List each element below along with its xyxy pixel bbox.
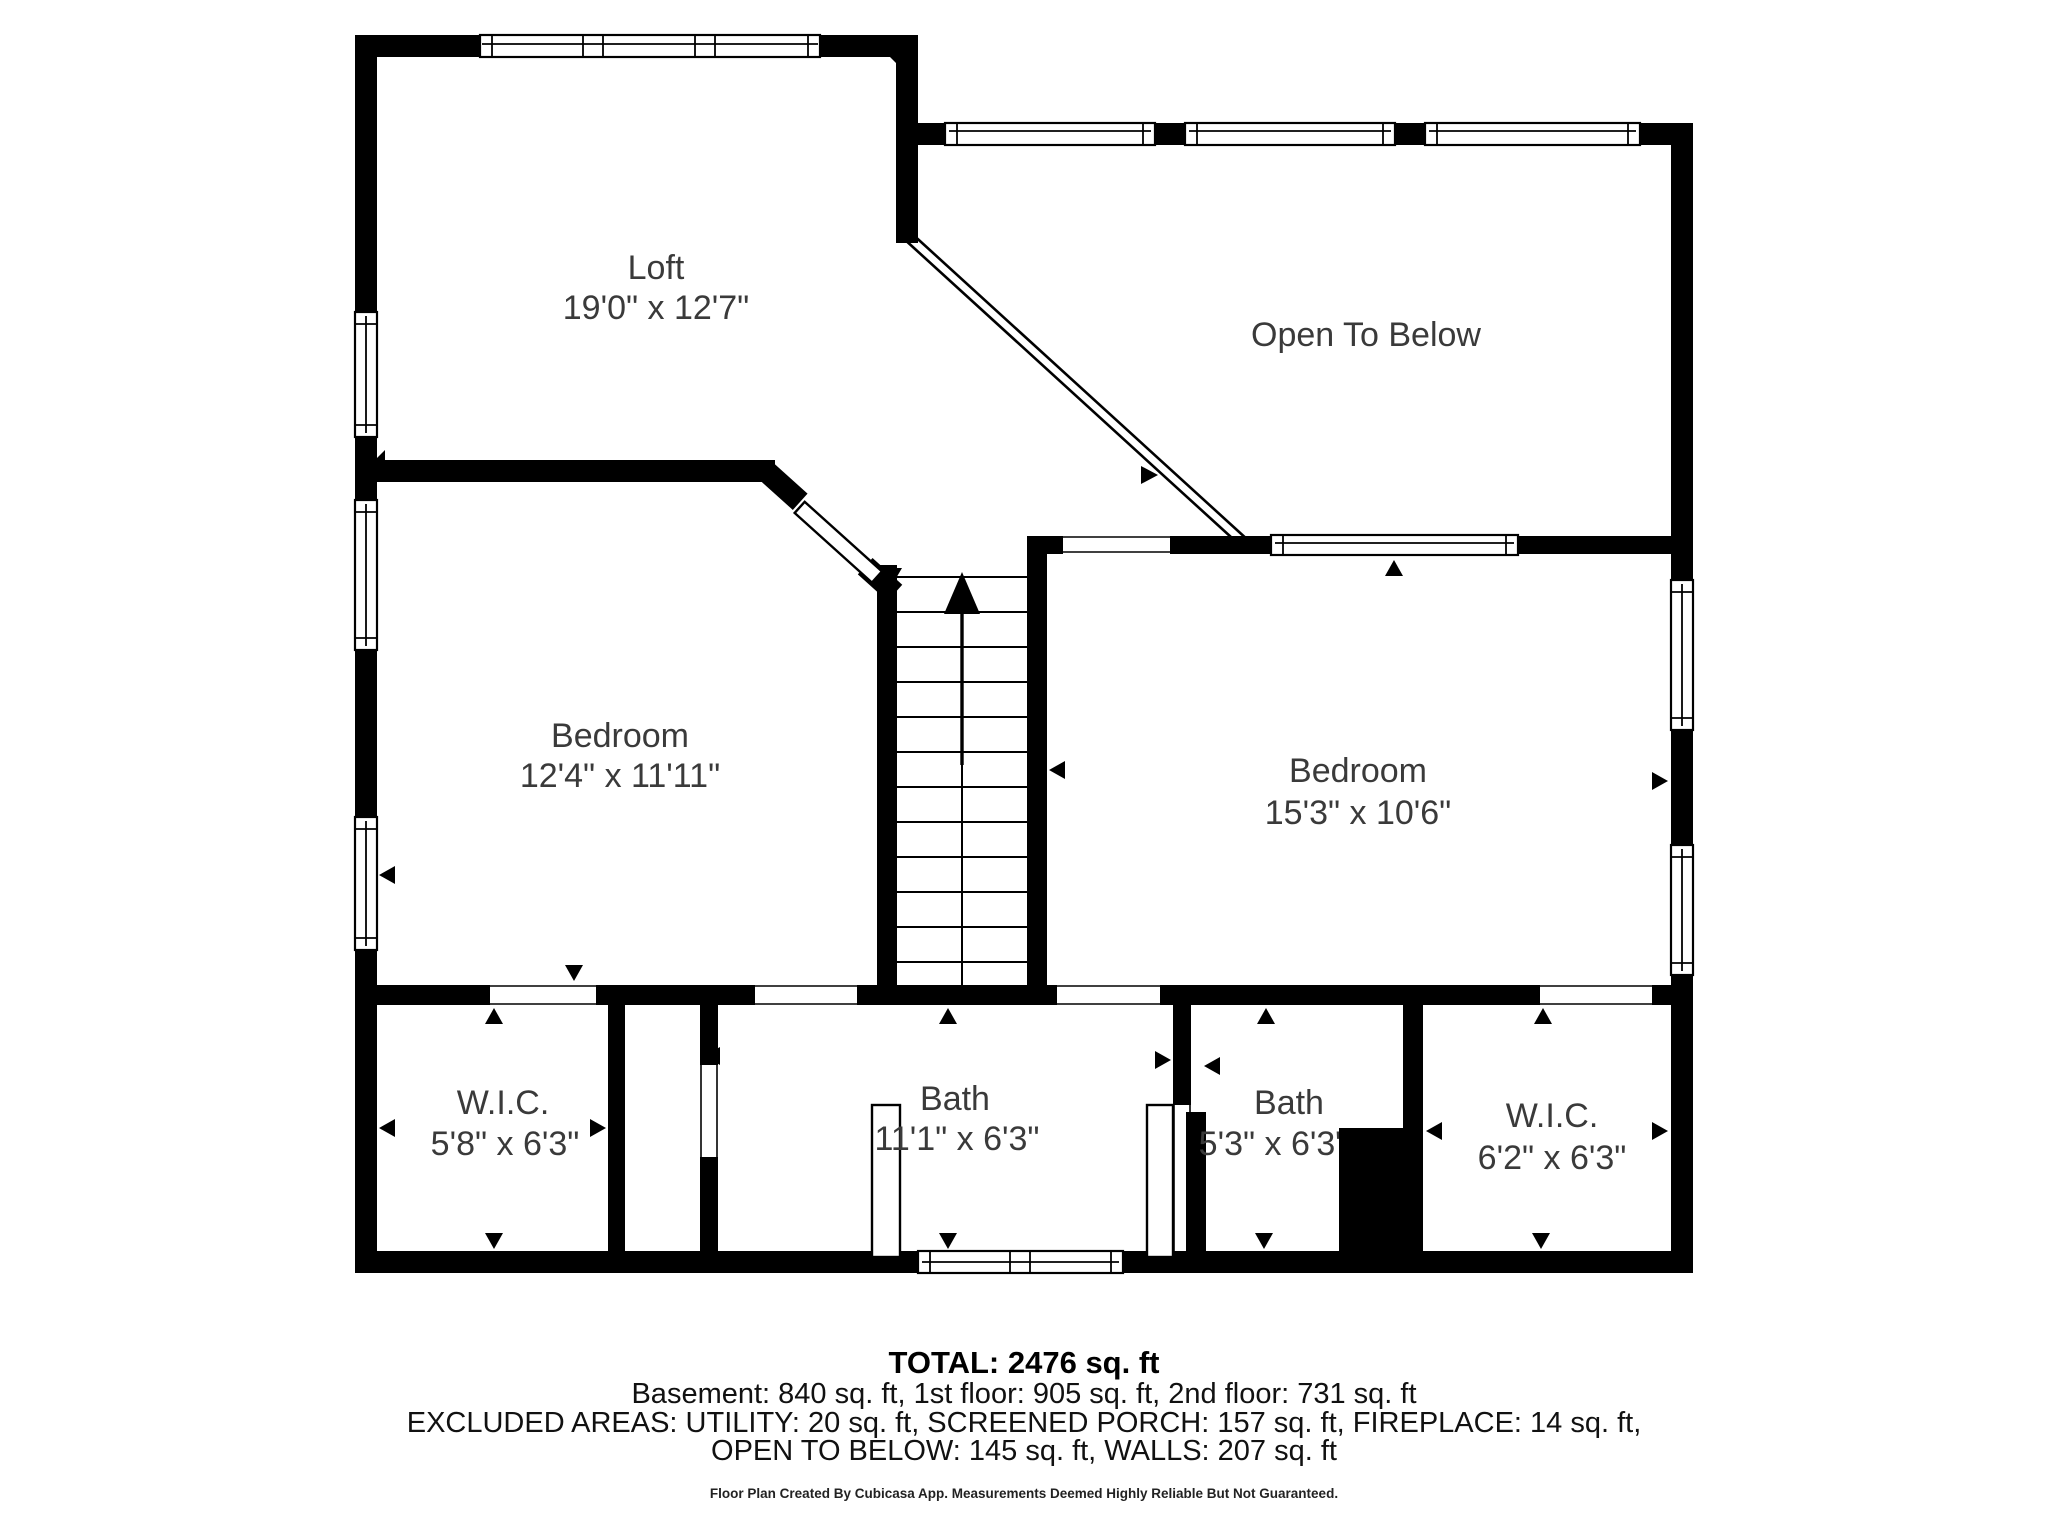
excluded-areas-text: EXCLUDED AREAS: UTILITY: 20 sq. ft, SCRE… — [407, 1407, 1642, 1439]
room-label-bedroom-right: Bedroom — [1289, 752, 1427, 790]
floor-areas-text: Basement: 840 sq. ft, 1st floor: 905 sq.… — [631, 1378, 1416, 1410]
room-dims-bath-center: 11'1" x 6'3" — [874, 1120, 1039, 1158]
staircase — [897, 572, 1027, 985]
stairs-up-arrow-icon — [944, 572, 980, 765]
room-dims-wic-left: 5'8" x 6'3" — [431, 1125, 580, 1163]
direction-markers — [369, 57, 1668, 1249]
door-leaves — [792, 500, 1175, 1259]
room-dims-wic-right: 6'2" x 6'3" — [1478, 1139, 1627, 1177]
excluded-areas-text-2: OPEN TO BELOW: 145 sq. ft, WALLS: 207 sq… — [711, 1435, 1337, 1467]
room-label-open-to-below: Open To Below — [1251, 316, 1481, 354]
room-label-loft: Loft — [628, 249, 685, 287]
total-area-text: TOTAL: 2476 sq. ft — [888, 1345, 1159, 1380]
room-dims-loft: 19'0" x 12'7" — [563, 289, 749, 327]
fireplace-block — [1339, 1128, 1410, 1253]
room-dims-bedroom-left: 12'4" x 11'11" — [520, 757, 720, 795]
area-summary: TOTAL: 2476 sq. ft Basement: 840 sq. ft,… — [407, 1345, 1642, 1501]
room-label-bath-center: Bath — [920, 1080, 990, 1118]
room-label-bedroom-left: Bedroom — [551, 717, 689, 755]
room-dims-bedroom-right: 15'3" x 10'6" — [1265, 794, 1451, 832]
room-label-bath-right: Bath — [1254, 1084, 1324, 1122]
open-to-below-railing — [902, 230, 1250, 549]
room-label-wic-left: W.I.C. — [457, 1084, 550, 1122]
disclaimer-text: Floor Plan Created By Cubicasa App. Meas… — [710, 1486, 1338, 1501]
room-dims-bath-right: 5'3" x 6'3" — [1199, 1125, 1348, 1163]
windows — [353, 33, 1695, 1275]
room-label-wic-right: W.I.C. — [1506, 1097, 1599, 1135]
